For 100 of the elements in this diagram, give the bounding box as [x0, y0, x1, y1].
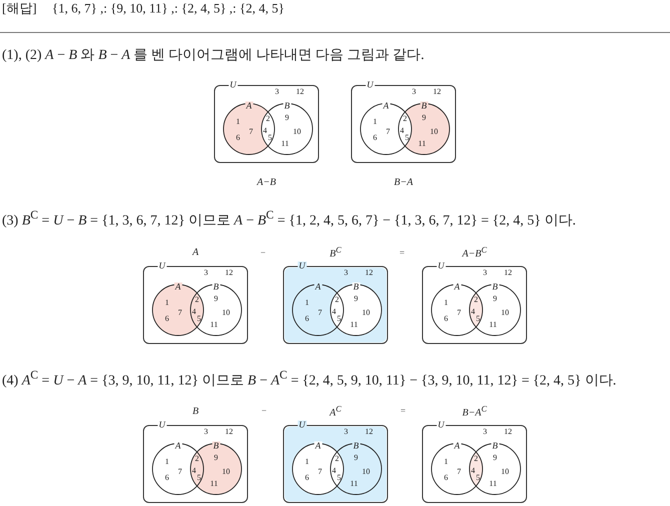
set-element-number: 11 [350, 480, 358, 488]
set-element-number: 2 [403, 115, 407, 123]
set-element-number: 2 [335, 455, 339, 463]
set-element-number: 12 [365, 428, 373, 436]
set-element-number: 9 [422, 114, 426, 122]
set-element-number: 12 [296, 88, 304, 96]
set-circle [431, 443, 483, 495]
set-element-number: 3 [344, 269, 348, 277]
set-element-number: 1 [444, 299, 448, 307]
set-element-number: 11 [418, 140, 426, 148]
set-element-number: 7 [249, 128, 253, 136]
set-element-number: 12 [504, 428, 512, 436]
set-element-number: 7 [318, 309, 322, 317]
set-element-number: 1 [373, 118, 377, 126]
set-element-number: 9 [214, 295, 218, 303]
set-element-number: 9 [354, 454, 358, 462]
diagram-caption: A [192, 248, 199, 258]
set-element-number: 5 [337, 315, 341, 323]
set-label: U [298, 420, 306, 430]
set-circle [190, 284, 242, 336]
set-element-number: 6 [444, 474, 448, 482]
set-circle [292, 284, 344, 336]
set-element-number: 10 [222, 468, 230, 476]
set-element-number: 5 [476, 315, 480, 323]
set-element-number: 12 [433, 88, 441, 96]
set-element-number: 5 [268, 134, 272, 142]
set-label: B [283, 102, 291, 110]
set-element-number: 5 [476, 474, 480, 482]
set-element-number: 2 [195, 296, 199, 304]
set-circle [469, 443, 521, 495]
set-element-number: 9 [493, 295, 497, 303]
set-element-number: 5 [337, 474, 341, 482]
set-element-number: 1 [165, 458, 169, 466]
set-circle [431, 284, 483, 336]
set-element-number: 3 [483, 428, 487, 436]
set-element-number: 10 [293, 128, 301, 136]
set-element-number: 11 [489, 480, 497, 488]
set-element-number: 12 [504, 269, 512, 277]
set-element-number: 2 [474, 296, 478, 304]
set-label: U [228, 80, 238, 90]
set-element-number: 2 [335, 296, 339, 304]
set-element-number: 2 [474, 455, 478, 463]
set-element-number: 5 [197, 315, 201, 323]
set-element-number: 6 [165, 315, 169, 323]
set-element-number: 10 [362, 309, 370, 317]
set-label: B [420, 102, 428, 110]
set-element-number: 1 [165, 299, 169, 307]
set-element-number: 3 [204, 269, 208, 277]
set-element-number: 9 [354, 295, 358, 303]
set-label: U [298, 262, 306, 270]
operator-symbol: − [260, 248, 266, 258]
set-element-number: 1 [305, 458, 309, 466]
set-element-number: 10 [222, 309, 230, 317]
set-element-number: 6 [236, 134, 240, 142]
set-circle [330, 443, 382, 495]
solution-text: (4) A$^{C}$ = U − A = {3, 9, 10, 11, 12} 이므로 B − A$^{C}$ = {2, 4, 5, 9, 10, 11} − {3, 9, 10, 11, 12} = {2, 4, 5} 이다. [2, 370, 616, 388]
set-label: A [453, 442, 461, 450]
set-circle [261, 103, 313, 155]
set-element-number: 4 [192, 467, 196, 475]
set-element-number: 12 [365, 269, 373, 277]
set-circle [469, 284, 521, 336]
diagram-caption: B$^{C}$ [330, 246, 342, 260]
set-element-number: 9 [214, 454, 218, 462]
set-element-number: 4 [471, 308, 475, 316]
set-label: A [174, 442, 182, 450]
set-element-number: 3 [344, 428, 348, 436]
set-label: U [436, 420, 446, 430]
set-label: B [491, 282, 499, 292]
set-label: A [382, 102, 390, 110]
set-element-number: 9 [285, 114, 289, 122]
set-element-number: 5 [197, 474, 201, 482]
set-element-number: 3 [204, 428, 208, 436]
set-element-number: 11 [489, 321, 497, 329]
set-element-number: 4 [192, 308, 196, 316]
diagram-caption: B−A [394, 178, 413, 188]
diagram-caption: A$^{C}$ [330, 405, 342, 419]
set-label: U [158, 262, 166, 270]
set-label: B [212, 282, 220, 292]
set-element-number: 12 [225, 269, 233, 277]
operator-symbol: = [400, 406, 406, 416]
set-element-number: 7 [178, 309, 182, 317]
set-element-number: 3 [412, 88, 416, 96]
operator-symbol: − [261, 406, 267, 416]
solution-text: (3) B$^{C}$ = U − B = {1, 3, 6, 7, 12} 이므로 A − B$^{C}$ = {1, 2, 4, 5, 6, 7} − {1, 3, 6, 7, 12} = {2, 4, 5} 이다. [2, 210, 576, 228]
set-circle [330, 284, 382, 336]
set-circle [152, 284, 204, 336]
set-element-number: 6 [305, 474, 309, 482]
set-element-number: 7 [318, 468, 322, 476]
set-element-number: 2 [195, 455, 199, 463]
set-element-number: 7 [178, 468, 182, 476]
set-label: U [436, 262, 446, 270]
set-circle [292, 443, 344, 495]
set-circle [360, 103, 412, 155]
set-element-number: 11 [210, 480, 218, 488]
set-element-number: 10 [362, 468, 370, 476]
set-label: A [245, 102, 253, 110]
set-element-number: 1 [444, 458, 448, 466]
set-element-number: 3 [275, 88, 279, 96]
set-element-number: 11 [281, 140, 289, 148]
set-label: B [212, 442, 220, 450]
